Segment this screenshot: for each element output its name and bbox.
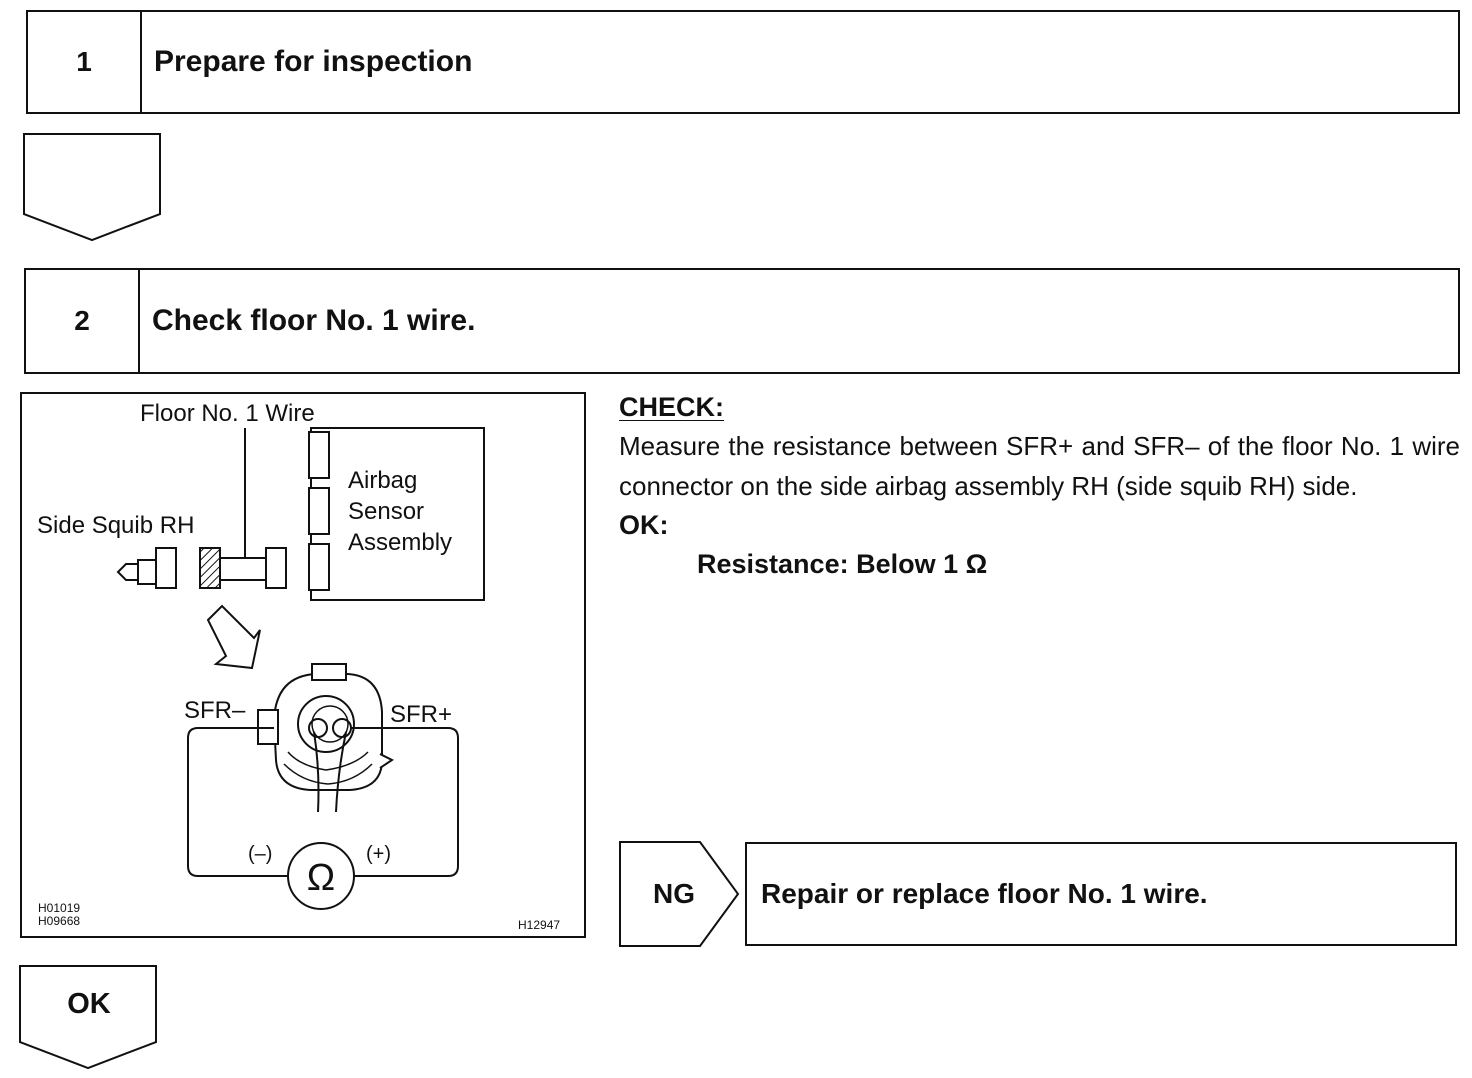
meter-plus-label: (+): [366, 843, 391, 865]
floor-wire-label: Floor No. 1 Wire: [140, 400, 315, 427]
flow-down-arrow-icon: [23, 133, 161, 242]
step-title: Check floor No. 1 wire.: [152, 304, 476, 337]
sfr-minus-label: SFR–: [184, 697, 246, 724]
ng-arrow-icon: [619, 841, 740, 947]
step-1-header: 1 Prepare for inspection: [26, 10, 1460, 114]
wiring-diagram: Floor No. 1 Wire Side Squib RH Airbag Se…: [20, 392, 586, 938]
step-2-header: 2 Check floor No. 1 wire.: [24, 268, 1460, 374]
sensor-label-line2: Sensor: [348, 498, 424, 525]
ok-heading: OK:: [619, 510, 669, 540]
sensor-label-line3: Assembly: [348, 529, 452, 556]
ohm-symbol: Ω: [307, 857, 335, 899]
connector-closeup: [257, 663, 394, 813]
figure-code-3: H12947: [518, 918, 560, 932]
ng-label: NG: [653, 878, 695, 909]
sensor-label-line1: Airbag: [348, 467, 417, 494]
ok-down-arrow-icon: [19, 965, 157, 1070]
ng-result-box: Repair or replace floor No. 1 wire.: [745, 842, 1457, 946]
ohmmeter-icon: Ω: [287, 842, 355, 910]
airbag-sensor-assembly: Airbag Sensor Assembly: [308, 427, 485, 601]
figure-code-2: H09668: [38, 914, 80, 928]
figure-code-1: H01019: [38, 901, 80, 915]
check-section: CHECK: Measure the resistance between SF…: [619, 388, 1460, 584]
ok-label: OK: [67, 987, 111, 1020]
step-title: Prepare for inspection: [154, 45, 473, 78]
side-squib-label: Side Squib RH: [37, 512, 194, 539]
squib-connector: [116, 547, 287, 589]
resistance-spec: Resistance: Below 1 Ω: [697, 549, 988, 579]
step-number: 2: [26, 270, 140, 372]
step-number: 1: [28, 12, 142, 112]
hollow-arrow-icon: [206, 604, 261, 670]
meter-minus-label: (–): [248, 843, 272, 865]
check-instruction: Measure the resistance between SFR+ and …: [619, 431, 1460, 501]
check-heading: CHECK:: [619, 392, 724, 422]
sfr-plus-label: SFR+: [390, 701, 452, 728]
